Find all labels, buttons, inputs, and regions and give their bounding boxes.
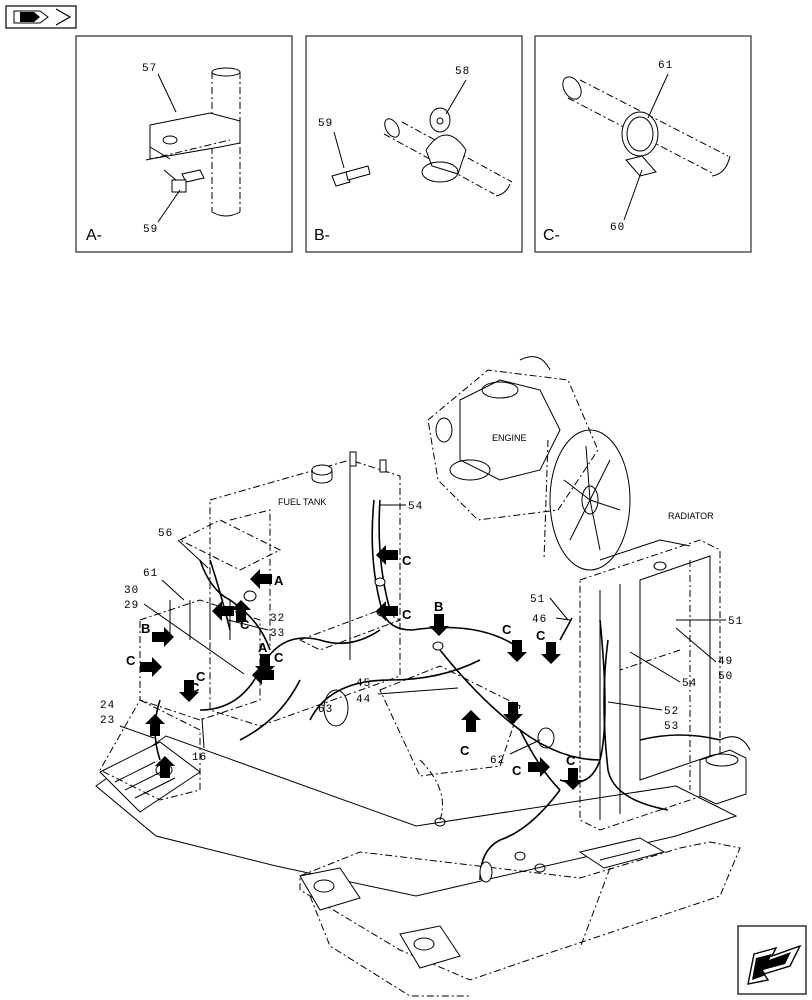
callout-56: 56 [158, 528, 173, 540]
callout-61: 61 [658, 60, 673, 72]
callout-46: 46 [532, 614, 547, 626]
callout-51-left: 51 [530, 594, 545, 606]
machine-assembly [95, 356, 751, 997]
arrow-c-2 [376, 601, 398, 621]
captions: FUEL TANK ENGINE RADIATOR [276, 430, 714, 521]
arrow-a-1 [250, 569, 272, 589]
back-arrow-icon[interactable] [5, 5, 77, 29]
callout-33: 33 [270, 628, 285, 640]
arrow-label-c-5: C [126, 653, 136, 668]
arrow-c-15 [231, 600, 251, 622]
callout-62: 62 [490, 755, 505, 767]
detail-panel-b: 58 59 B- [305, 35, 523, 253]
arrow-c-11 [503, 702, 523, 724]
arrow-label-c-9: C [460, 743, 470, 758]
callouts: 54 56 61 30 29 32 33 24 23 16 63 45 44 6… [100, 501, 743, 767]
arrow-label-c-10: C [512, 763, 522, 778]
callout-57: 57 [142, 63, 157, 75]
callout-23: 23 [100, 715, 115, 727]
callout-51-right: 51 [728, 616, 743, 628]
arrow-c-3 [212, 601, 234, 621]
arrow-label-c-1: C [402, 553, 412, 568]
arrow-c-12 [461, 710, 481, 732]
callout-50: 50 [718, 671, 733, 683]
detail-panel-a: 57 59 A- [75, 35, 293, 253]
detail-panel-c: 61 60 C- [534, 35, 752, 253]
callout-54-right: 54 [682, 678, 697, 690]
radiator-caption: RADIATOR [668, 511, 714, 521]
arrow-b-1 [429, 614, 449, 636]
arrow-c-5 [140, 657, 162, 677]
arrow-c-9 [507, 640, 527, 662]
arrow-label-c-6: C [196, 669, 206, 684]
arrow-c-8 [145, 714, 165, 736]
arrow-label-c-12: C [190, 680, 200, 695]
arrow-c-6 [179, 680, 199, 702]
arrow-c-13 [528, 757, 550, 777]
callout-53: 53 [664, 721, 679, 733]
arrow-label-b-1: B [434, 599, 443, 614]
callout-52: 52 [664, 706, 679, 718]
arrow-c-1 [376, 545, 398, 565]
arrow-label-c-2: C [402, 607, 412, 622]
location-arrows: A A B B C C C C C C C C C C C C [126, 545, 583, 790]
callout-60: 60 [610, 222, 625, 234]
callout-49: 49 [718, 656, 733, 668]
detail-label-c: C- [543, 227, 560, 244]
callout-54-top: 54 [408, 501, 423, 513]
fuel-tank-caption: FUEL TANK [278, 497, 326, 507]
callout-16: 16 [192, 752, 207, 764]
arrow-label-c-11: C [566, 753, 576, 768]
arrow-c-7 [155, 756, 175, 778]
arrow-label-c-4: C [274, 650, 284, 665]
callout-45: 45 [356, 678, 371, 690]
arrow-label-a-1: A [274, 573, 284, 588]
arrow-c-10 [541, 642, 561, 664]
callout-61-main: 61 [143, 568, 158, 580]
callout-58: 58 [455, 66, 470, 78]
callout-32: 32 [270, 613, 285, 625]
arrow-label-c-7: C [502, 622, 512, 637]
arrow-label-a-2: A [258, 640, 268, 655]
callout-59: 59 [143, 224, 158, 236]
callout-63: 63 [318, 704, 333, 716]
detail-label-b: B- [314, 227, 330, 244]
next-arrow-icon[interactable] [737, 925, 807, 995]
callout-29: 29 [124, 600, 139, 612]
engine-caption: ENGINE [492, 433, 527, 443]
arrow-b-2 [152, 627, 174, 647]
arrow-label-b-2: B [141, 621, 150, 636]
arrow-label-c-3: C [240, 617, 250, 632]
arrow-c-14 [563, 768, 583, 790]
callout-30: 30 [124, 585, 139, 597]
callout-24: 24 [100, 700, 115, 712]
callout-59-b: 59 [318, 118, 333, 130]
detail-label-a: A- [86, 227, 102, 244]
arrow-label-c-8: C [536, 628, 546, 643]
arrow-c-4 [252, 665, 274, 685]
callout-44: 44 [356, 694, 371, 706]
